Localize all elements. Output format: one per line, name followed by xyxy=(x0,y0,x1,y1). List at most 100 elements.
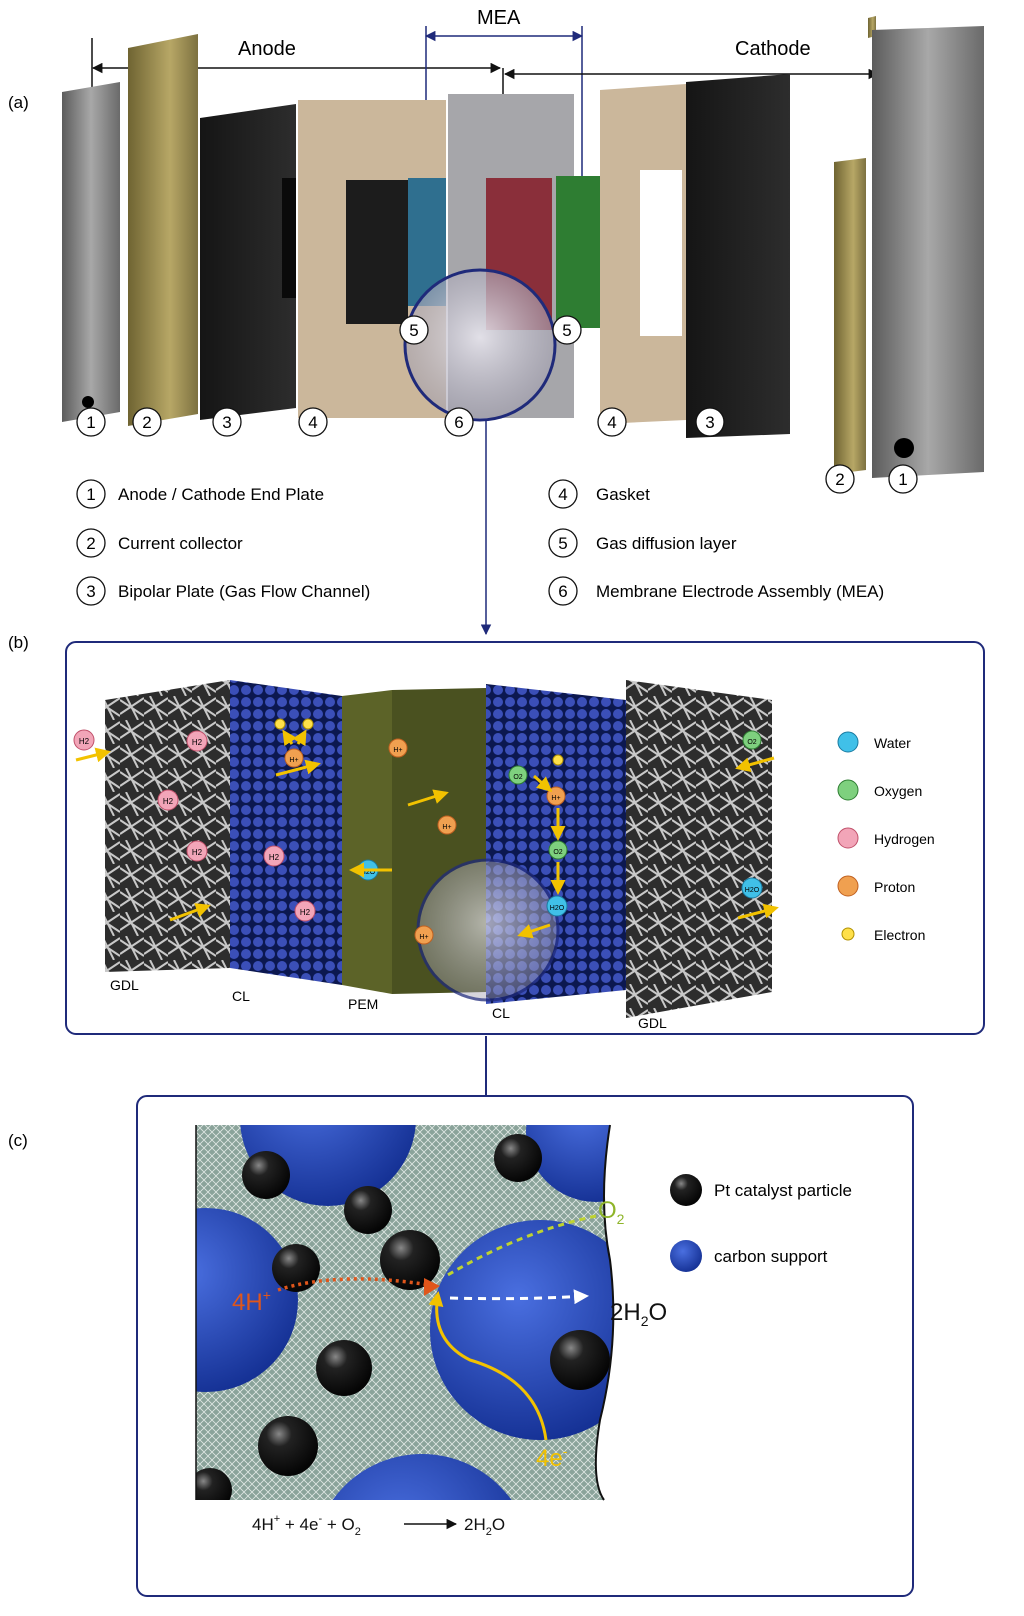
marker-2-left: 2 xyxy=(132,407,162,437)
hydrogen-molecule: H2 xyxy=(294,900,316,922)
layer-label-gdl-cathode: GDL xyxy=(638,1015,667,1031)
protons-label: 4H+ xyxy=(232,1287,271,1316)
end-plate-port xyxy=(894,438,914,458)
legend-pt-particle: Pt catalyst particle xyxy=(670,1174,852,1206)
svg-text:H2O: H2O xyxy=(550,905,565,912)
mea-label: MEA xyxy=(477,7,521,29)
panel-c-label: (c) xyxy=(8,1131,28,1150)
svg-text:O2: O2 xyxy=(747,739,756,746)
svg-text:2H2O: 2H2O xyxy=(464,1515,505,1538)
cathode-end-plate xyxy=(872,26,984,478)
scene-edge xyxy=(594,1124,615,1501)
svg-text:H+: H+ xyxy=(419,934,428,941)
pt-particle xyxy=(316,1340,372,1396)
svg-text:5: 5 xyxy=(562,321,571,340)
legend-item-2: 2 Current collector xyxy=(76,528,243,558)
svg-text:4H+ + 4e- + O2: 4H+ + 4e- + O2 xyxy=(252,1513,361,1538)
panel-c: (c) 4H+ 4e- O2 2 xyxy=(8,1095,914,1597)
svg-text:Current collector: Current collector xyxy=(118,534,243,553)
proton: H+ xyxy=(437,815,457,835)
svg-text:1: 1 xyxy=(86,485,95,504)
panel-a-legend: 1 Anode / Cathode End Plate 2 Current co… xyxy=(76,479,884,606)
proton: H+ xyxy=(414,925,434,945)
layer-label-cl-cathode: CL xyxy=(492,1005,510,1021)
svg-text:6: 6 xyxy=(558,582,567,601)
svg-text:4: 4 xyxy=(607,413,616,432)
svg-text:4: 4 xyxy=(558,485,567,504)
oxygen-molecule: O2 xyxy=(548,840,568,860)
cathode-label: Cathode xyxy=(735,38,811,60)
svg-text:4: 4 xyxy=(308,413,317,432)
cathode-gasket-window xyxy=(640,170,682,336)
panel-b-label: (b) xyxy=(8,633,29,652)
proton: H+ xyxy=(284,748,304,768)
pt-particle xyxy=(550,1330,610,1390)
water-label: 2H2O xyxy=(610,1299,667,1329)
pt-particle xyxy=(272,1244,320,1292)
svg-text:H+: H+ xyxy=(551,795,560,802)
legend-hydrogen: Hydrogen xyxy=(837,827,935,849)
svg-text:5: 5 xyxy=(409,321,418,340)
proton-arrowhead xyxy=(424,1278,440,1296)
anode-gdl-layer xyxy=(105,680,230,972)
pt-particle xyxy=(380,1230,440,1290)
proton: H+ xyxy=(388,738,408,758)
oxygen-label: O2 xyxy=(598,1197,625,1227)
svg-text:H2: H2 xyxy=(269,853,280,862)
svg-text:H2: H2 xyxy=(300,908,311,917)
marker-5-left: 5 xyxy=(399,315,429,345)
marker-3-left: 3 xyxy=(212,407,242,437)
marker-4-left: 4 xyxy=(298,407,328,437)
reaction-equation: 4H+ + 4e- + O2 2H2O xyxy=(252,1513,505,1538)
electron xyxy=(274,718,286,730)
svg-text:H2O: H2O xyxy=(745,887,760,894)
svg-text:Membrane Electrode Assembly (M: Membrane Electrode Assembly (MEA) xyxy=(596,582,884,601)
svg-text:Bipolar Plate (Gas Flow Channe: Bipolar Plate (Gas Flow Channel) xyxy=(118,582,370,601)
anode-cl-layer xyxy=(230,680,342,985)
legend-item-3: 3 Bipolar Plate (Gas Flow Channel) xyxy=(76,576,370,606)
legend-water: Water xyxy=(837,731,911,753)
svg-text:3: 3 xyxy=(705,413,714,432)
catalyst-scene xyxy=(196,1125,614,1500)
svg-text:Hydrogen: Hydrogen xyxy=(874,831,935,847)
panel-b-frame xyxy=(65,641,985,1035)
svg-text:H2: H2 xyxy=(192,738,203,747)
hydrogen-molecule: H2 xyxy=(186,730,208,752)
marker-1-left: 1 xyxy=(76,407,106,437)
svg-text:H+: H+ xyxy=(442,824,451,831)
svg-text:carbon support: carbon support xyxy=(714,1247,828,1266)
legend-oxygen: Oxygen xyxy=(837,779,922,801)
pt-particle xyxy=(242,1151,290,1199)
gasket-window xyxy=(346,180,408,324)
anode-bipolar-plate xyxy=(200,104,296,420)
svg-text:O2: O2 xyxy=(513,774,522,781)
panel-b-legend: Water Oxygen Hydrogen Proton Electron xyxy=(837,731,935,943)
svg-text:O2: O2 xyxy=(553,849,562,856)
marker-2-right: 2 xyxy=(825,464,855,494)
legend-carbon-support: carbon support xyxy=(670,1240,828,1272)
panel-a-label: (a) xyxy=(8,93,29,112)
layer-label-pem: PEM xyxy=(348,996,378,1012)
panel-c-frame xyxy=(136,1095,914,1597)
marker-3-right: 3 xyxy=(695,407,725,437)
carbon-support xyxy=(526,1125,614,1202)
water-molecule: H2O xyxy=(741,877,763,899)
pt-particle xyxy=(258,1416,318,1476)
panel-b: (b) GDL CL PEM CL GDL H2 H2 H2 H2 H2 H2 … xyxy=(8,633,985,1096)
svg-text:H2: H2 xyxy=(163,797,174,806)
flow-channel xyxy=(282,178,296,298)
carbon-support xyxy=(196,1208,298,1392)
svg-text:Proton: Proton xyxy=(874,879,915,895)
magnifier-lens xyxy=(403,268,557,422)
legend-item-4: 4 Gasket xyxy=(548,479,650,509)
svg-text:2: 2 xyxy=(86,534,95,553)
svg-text:Gasket: Gasket xyxy=(596,485,650,504)
legend-item-1: 1 Anode / Cathode End Plate xyxy=(76,479,324,509)
water-pathway xyxy=(449,1289,589,1305)
hydrogen-molecule: H2 xyxy=(73,729,95,751)
anode-current-collector xyxy=(128,34,198,426)
anode-label: Anode xyxy=(238,38,296,60)
svg-text:H+: H+ xyxy=(393,747,402,754)
svg-text:H2O: H2O xyxy=(361,869,376,876)
